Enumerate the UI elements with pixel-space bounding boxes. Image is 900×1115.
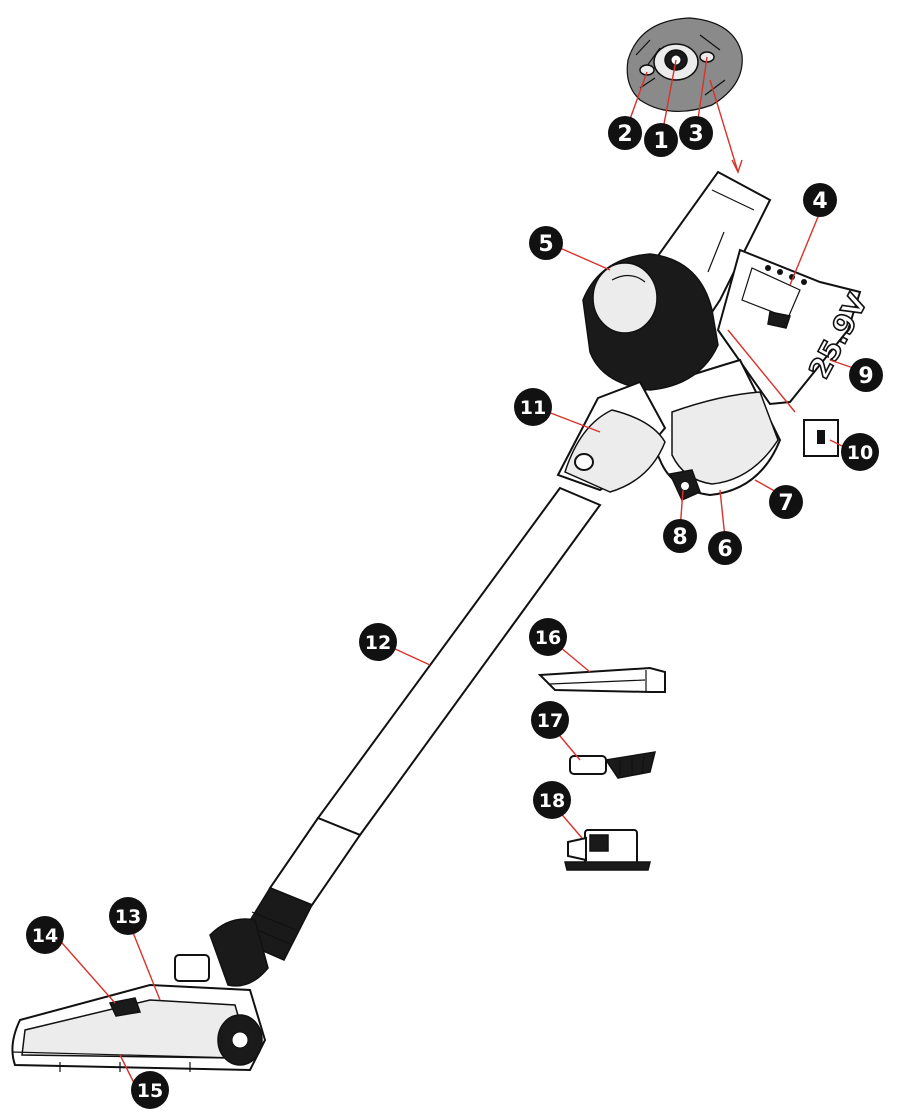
control-panel-inset [626, 17, 743, 113]
svg-text:10: 10 [847, 442, 873, 464]
svg-text:3: 3 [688, 122, 703, 147]
callout-3: 3 [679, 116, 713, 150]
crevice-tool [537, 666, 666, 693]
callout-13: 13 [109, 897, 147, 935]
callout-1: 1 [644, 123, 678, 157]
svg-text:14: 14 [32, 925, 58, 947]
callout-6: 6 [708, 531, 742, 565]
handle-assembly: 25.9V [556, 170, 875, 501]
callout-8: 8 [663, 519, 697, 553]
mini-brush-tool [564, 829, 651, 871]
callout-2: 2 [608, 116, 642, 150]
callout-7: 7 [769, 485, 803, 519]
cyclone-filter [582, 253, 719, 391]
extension-tube [236, 486, 602, 961]
svg-text:7: 7 [778, 491, 793, 516]
leader-lines [54, 56, 866, 1086]
svg-text:8: 8 [672, 525, 687, 550]
callout-18: 18 [533, 781, 571, 819]
svg-text:2: 2 [617, 122, 632, 147]
filter-inset [803, 419, 839, 457]
callout-11: 11 [514, 388, 552, 426]
floor-brush-head [11, 918, 269, 1072]
svg-text:5: 5 [538, 232, 553, 257]
svg-text:12: 12 [365, 632, 391, 654]
svg-text:1: 1 [653, 129, 668, 154]
callout-17: 17 [531, 701, 569, 739]
callout-5: 5 [529, 226, 563, 260]
brush-tool [569, 751, 657, 779]
callout-12: 12 [359, 623, 397, 661]
svg-text:9: 9 [858, 364, 873, 389]
callout-16: 16 [529, 618, 567, 656]
svg-text:11: 11 [520, 397, 546, 419]
svg-text:13: 13 [115, 906, 141, 928]
svg-text:6: 6 [717, 537, 732, 562]
svg-text:4: 4 [812, 189, 827, 214]
svg-text:16: 16 [535, 627, 561, 649]
callout-9: 9 [849, 358, 883, 392]
callout-10: 10 [841, 433, 879, 471]
svg-text:15: 15 [137, 1080, 163, 1102]
svg-text:18: 18 [539, 790, 565, 812]
callout-14: 14 [26, 916, 64, 954]
callout-4: 4 [803, 183, 837, 217]
callout-15: 15 [131, 1071, 169, 1109]
svg-text:17: 17 [537, 710, 563, 732]
